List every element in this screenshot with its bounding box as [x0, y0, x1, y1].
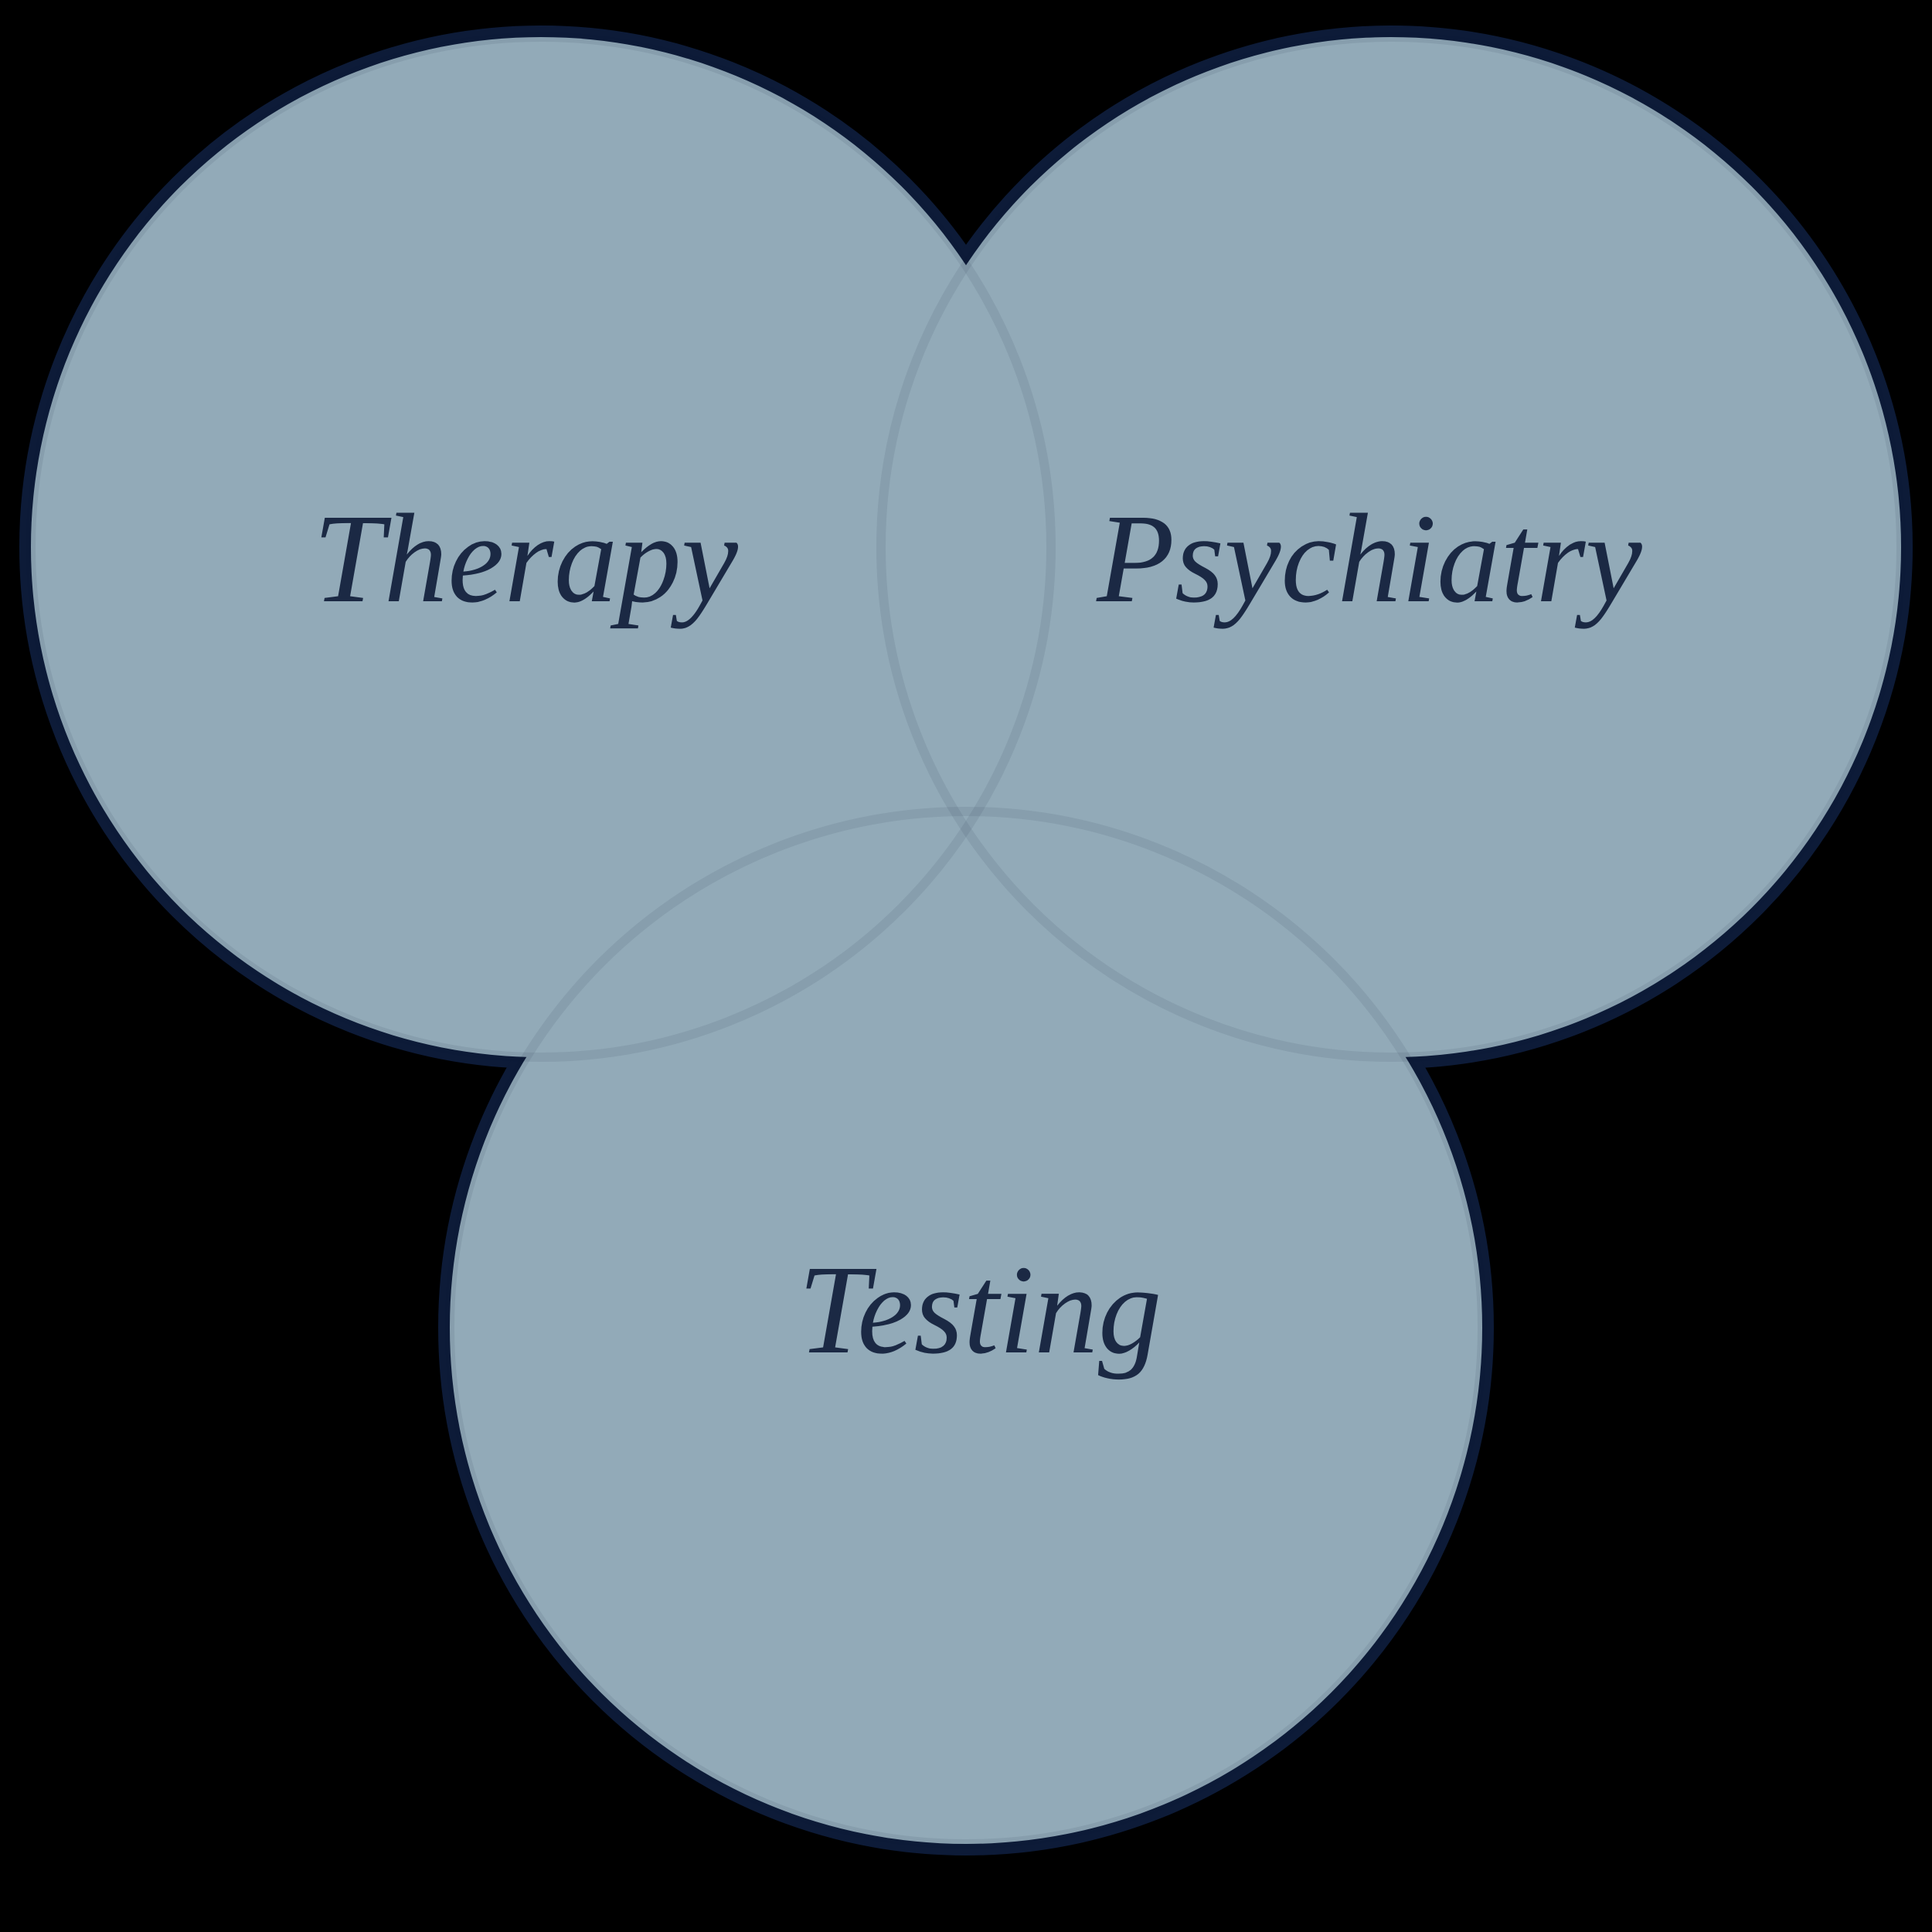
therapy-label: Therapy: [313, 488, 739, 629]
psychiatry-overlap-arc: [876, 32, 1906, 1062]
labels: Therapy Psychiatry Testing: [313, 488, 1643, 1380]
testing-overlap-arc: [445, 807, 1487, 1849]
testing-circle: [450, 811, 1482, 1844]
testing-label: Testing: [798, 1239, 1162, 1380]
overlap-arcs: [26, 32, 1906, 1849]
circle-fills: [31, 37, 1901, 1844]
therapy-overlap-arc: [26, 32, 1056, 1062]
psychiatry-circle: [881, 37, 1901, 1057]
therapy-circle: [31, 37, 1051, 1057]
psychiatry-label: Psychiatry: [1096, 488, 1642, 629]
